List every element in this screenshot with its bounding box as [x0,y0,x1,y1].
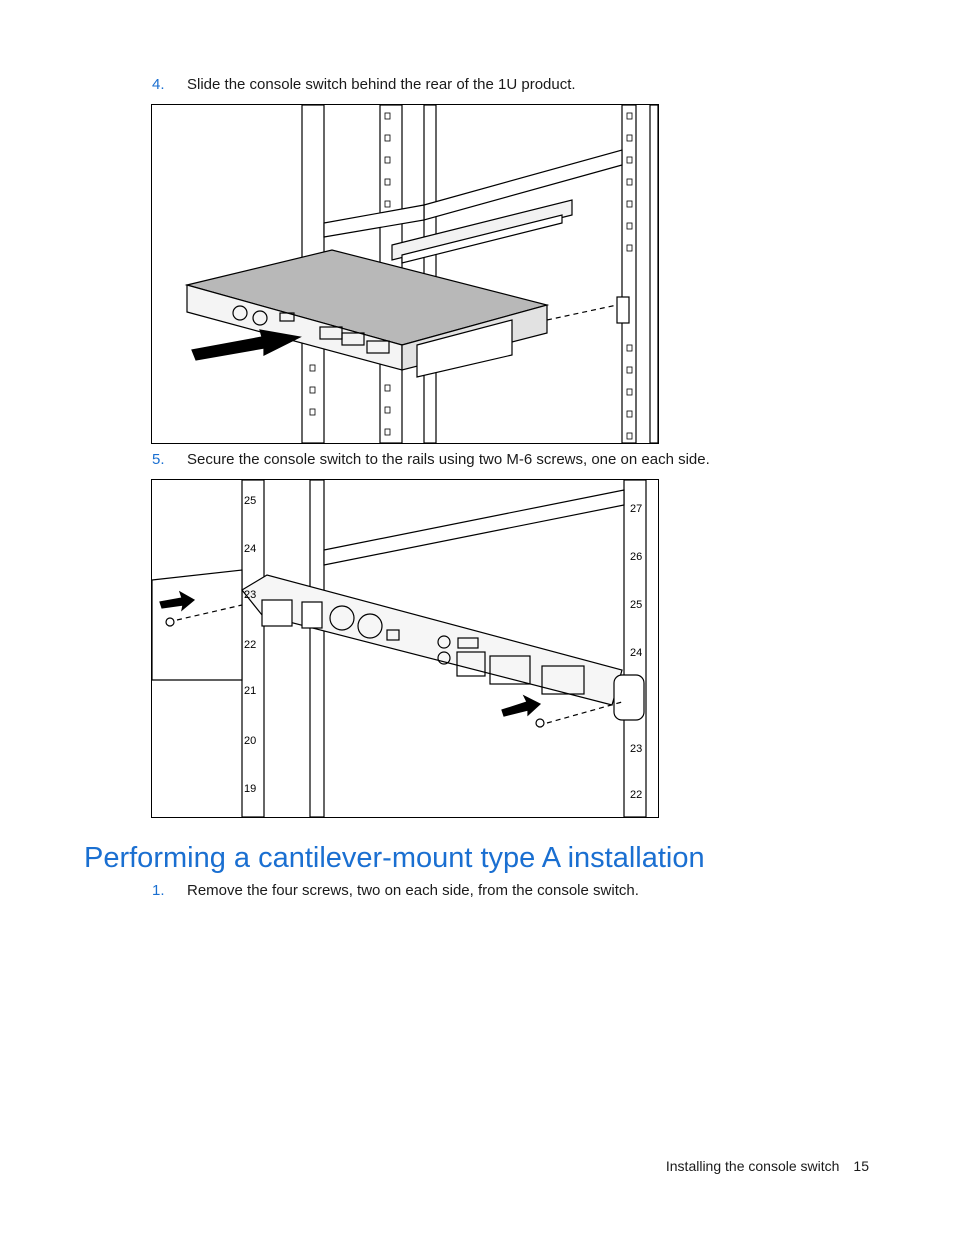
figure-secure-screws: 25 24 23 22 21 20 19 27 26 25 24 23 22 [151,479,659,818]
step-number: 4. [152,76,165,93]
page-number: 15 [853,1158,869,1174]
section-heading: Performing a cantilever-mount type A ins… [84,842,705,874]
step-text: Slide the console switch behind the rear… [187,76,576,93]
secure-screws-illustration: 25 24 23 22 21 20 19 27 26 25 24 23 22 [152,480,647,817]
rack-unit-label: 19 [244,783,256,795]
rack-unit-label: 21 [244,685,256,697]
rack-unit-label: 24 [630,647,642,659]
step-text: Remove the four screws, two on each side… [187,882,639,899]
footer-title: Installing the console switch [665,1158,840,1174]
rack-unit-label: 25 [630,599,642,611]
rack-unit-label: 26 [630,551,642,563]
rack-unit-label: 22 [244,639,256,651]
rack-unit-label: 27 [630,503,642,515]
step-1: 1. Remove the four screws, two on each si… [152,881,639,901]
rack-unit-label: 20 [244,735,256,747]
step-number: 5. [152,451,165,468]
step-number: 1. [152,882,165,899]
rack-unit-label: 22 [630,789,642,801]
rack-unit-label: 23 [244,589,256,601]
step-5: 5. Secure the console switch to the rails… [152,450,710,470]
figure-slide-switch [151,104,659,444]
slide-switch-illustration [184,105,658,443]
rack-unit-label: 24 [244,543,256,555]
rack-unit-label: 25 [244,495,256,507]
rack-unit-label: 23 [630,743,642,755]
step-text: Secure the console switch to the rails u… [187,451,710,468]
step-4: 4. Slide the console switch behind the re… [152,75,576,95]
page-footer: Installing the console switch 15 [666,1158,869,1174]
